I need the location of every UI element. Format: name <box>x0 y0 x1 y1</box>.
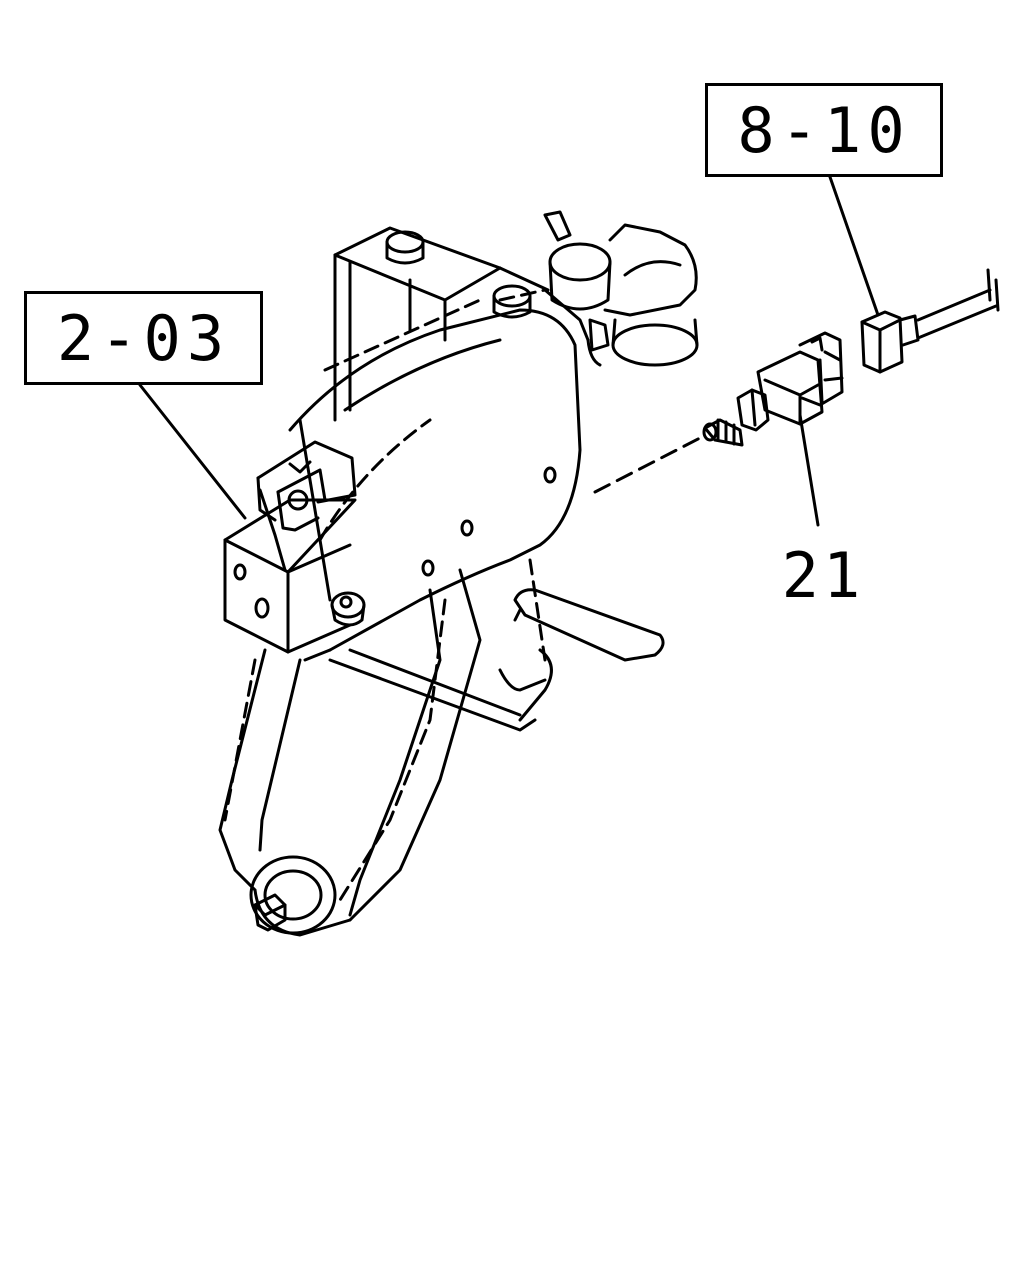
pedal-arm <box>218 288 582 937</box>
mounting-holes <box>233 466 557 619</box>
part-number-21: 21 <box>781 538 865 612</box>
wiring-connector <box>860 268 1000 374</box>
leader-line-21 <box>798 413 820 527</box>
pivot-boss <box>249 855 337 935</box>
installation-centerline <box>593 436 702 494</box>
block-bolt <box>330 591 366 627</box>
master-cylinder <box>543 210 699 367</box>
leader-line-2-03 <box>138 383 247 520</box>
reference-label-8-10: 8-10 <box>705 83 943 177</box>
leader-line-8-10 <box>828 175 880 317</box>
reference-label-2-03: 2-03 <box>24 291 263 385</box>
bracket-bolt-1 <box>385 230 425 265</box>
stopper-bracket <box>256 440 357 572</box>
stop-lamp-switch <box>702 331 844 447</box>
upper-bracket <box>333 226 590 422</box>
pedal-pad <box>498 588 665 722</box>
